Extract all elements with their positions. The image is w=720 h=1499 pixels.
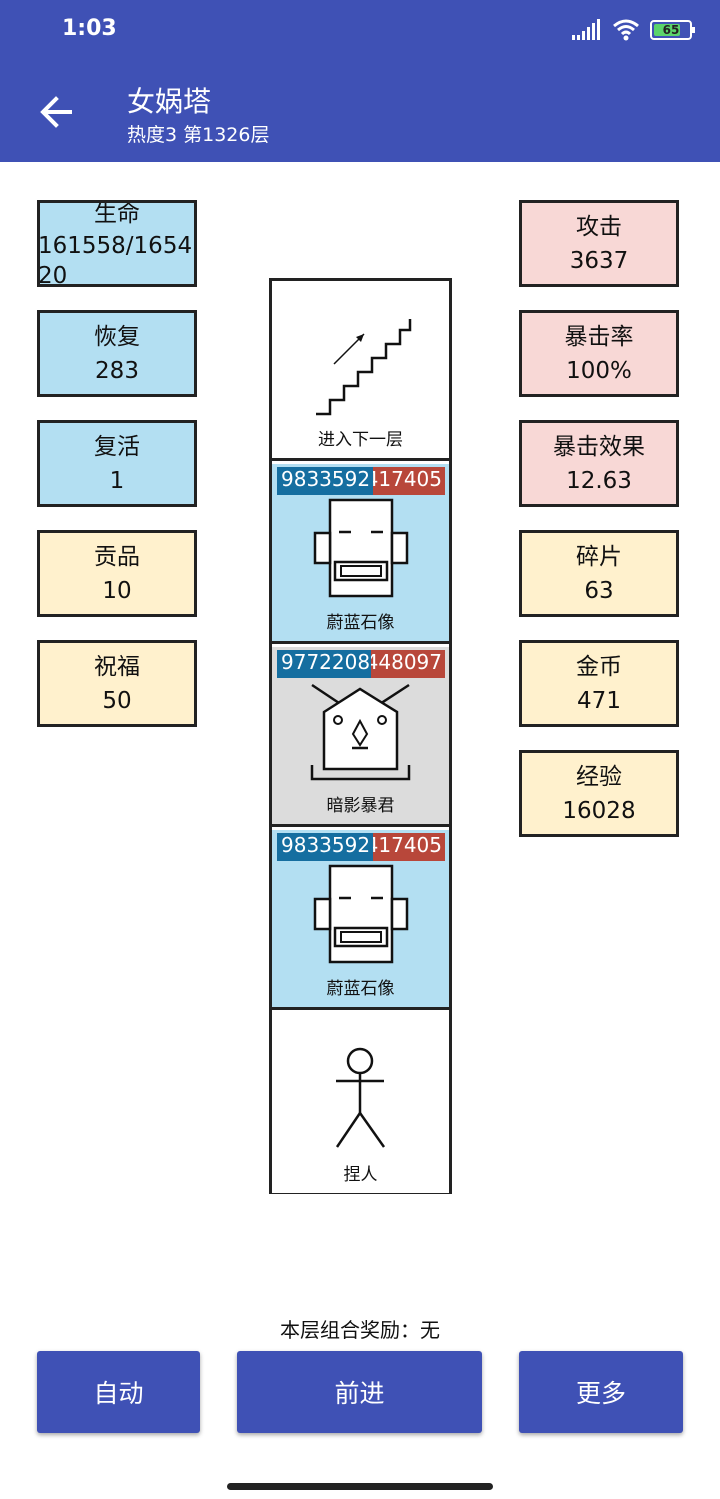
tower-cell-enemy[interactable]: 9833592 417405 蔚蓝石像 <box>272 464 449 644</box>
stat-crit-effect: 暴击效果 12.63 <box>519 420 679 507</box>
tower-cell-enemy[interactable]: 9772208 448097 暗影暴君 <box>272 647 449 827</box>
azure-statue-icon <box>313 498 409 598</box>
enemy-attack: 417405 <box>373 467 445 495</box>
floor-bonus-text: 本层组合奖励：无 <box>280 1318 440 1342</box>
stat-offering: 贡品 10 <box>37 530 197 617</box>
wifi-icon <box>613 19 639 41</box>
enemy-hp: 9772208 <box>277 650 371 678</box>
stat-fragments: 碎片 63 <box>519 530 679 617</box>
more-button[interactable]: 更多 <box>519 1351 683 1433</box>
tower-cell-stairs[interactable]: 进入下一层 <box>272 281 449 461</box>
enemy-stats-bar: 9772208 448097 <box>277 650 445 678</box>
azure-statue-icon <box>313 864 409 964</box>
cell-label: 捏人 <box>343 1165 378 1185</box>
stat-value: 100% <box>566 357 632 384</box>
stat-label: 暴击效果 <box>553 433 645 460</box>
cell-label: 蔚蓝石像 <box>326 613 395 633</box>
stat-hp: 生命 161558/165420 <box>37 200 197 287</box>
status-time: 1:03 <box>62 16 117 41</box>
stat-label: 暴击率 <box>564 323 634 350</box>
battery-level: 65 <box>662 23 680 37</box>
stat-value: 283 <box>95 357 139 384</box>
stick-figure-icon <box>335 1047 386 1148</box>
stat-label: 复活 <box>94 433 140 460</box>
tower-cell-player[interactable]: 捏人 <box>272 1013 449 1193</box>
stat-value: 12.63 <box>566 467 632 494</box>
enemy-hp: 9833592 <box>277 833 373 861</box>
stat-label: 恢复 <box>94 323 140 350</box>
stat-label: 祝福 <box>94 653 140 680</box>
stat-value: 50 <box>102 687 132 714</box>
stat-attack: 攻击 3637 <box>519 200 679 287</box>
home-indicator[interactable] <box>227 1483 493 1490</box>
page-subtitle: 热度3 第1326层 <box>127 124 270 146</box>
enemy-stats-bar: 9833592 417405 <box>277 467 445 495</box>
stat-gold: 金币 471 <box>519 640 679 727</box>
battery-icon: 65 <box>650 20 695 40</box>
tower-column: 进入下一层 9833592 417405 蔚蓝石像 <box>269 278 452 1194</box>
stat-label: 贡品 <box>94 543 140 570</box>
stat-revive: 复活 1 <box>37 420 197 507</box>
stairs-icon <box>316 319 412 416</box>
app-bar: 女娲塔 热度3 第1326层 <box>0 60 720 162</box>
stat-label: 碎片 <box>576 543 622 570</box>
stat-value: 3637 <box>569 247 629 274</box>
status-icons: 65 <box>572 16 695 44</box>
stat-label: 金币 <box>576 653 622 680</box>
enemy-hp: 9833592 <box>277 467 373 495</box>
stat-blessing: 祝福 50 <box>37 640 197 727</box>
stat-regen: 恢复 283 <box>37 310 197 397</box>
forward-button[interactable]: 前进 <box>237 1351 482 1433</box>
stat-value: 16028 <box>562 797 636 824</box>
tower-cell-enemy[interactable]: 9833592 417405 蔚蓝石像 <box>272 830 449 1010</box>
cell-label: 蔚蓝石像 <box>326 979 395 999</box>
enemy-attack: 417405 <box>373 833 445 861</box>
cell-label: 暗影暴君 <box>326 796 395 816</box>
signal-icon <box>572 19 600 40</box>
page-title: 女娲塔 <box>127 85 212 118</box>
stat-label: 经验 <box>576 763 622 790</box>
stat-label: 生命 <box>94 201 140 227</box>
shadow-tyrant-icon <box>310 683 411 781</box>
stat-label: 攻击 <box>576 213 622 240</box>
enemy-attack: 448097 <box>371 650 445 678</box>
auto-button[interactable]: 自动 <box>37 1351 200 1433</box>
arrow-left-icon <box>40 96 72 128</box>
stat-value: 10 <box>102 577 132 604</box>
cell-label: 进入下一层 <box>318 430 403 450</box>
stat-value: 471 <box>577 687 621 714</box>
enemy-stats-bar: 9833592 417405 <box>277 833 445 861</box>
stat-exp: 经验 16028 <box>519 750 679 837</box>
stat-value: 161558/165420 <box>38 233 193 287</box>
stat-value: 63 <box>584 577 614 604</box>
stat-crit-rate: 暴击率 100% <box>519 310 679 397</box>
status-bar: 1:03 65 <box>0 0 720 60</box>
back-button[interactable] <box>30 86 82 138</box>
stat-value: 1 <box>109 467 125 494</box>
